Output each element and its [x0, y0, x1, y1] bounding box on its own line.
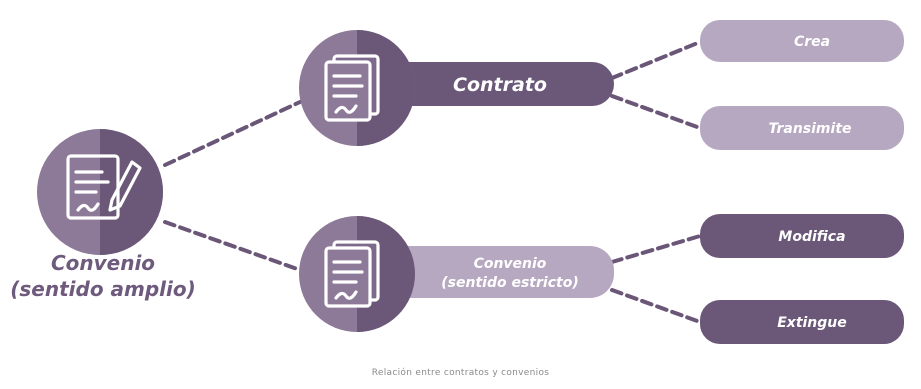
root-label-line1: Convenio — [51, 251, 155, 275]
signed-document-with-pen-icon — [66, 154, 142, 220]
connector-root-to-contrato — [163, 100, 302, 167]
connectors — [163, 40, 702, 324]
child-label-crea: Crea — [794, 34, 830, 50]
convenio-estricto-label-line1: Convenio — [474, 256, 547, 272]
child-label-modifica: Modifica — [778, 229, 845, 245]
child-pill-extingue[interactable] — [700, 300, 904, 344]
child-label-transimite: Transimite — [768, 121, 851, 137]
child-pill-modifica[interactable] — [700, 214, 904, 258]
connector-estricto-to-extingue — [610, 288, 702, 324]
connector-contrato-to-crea — [610, 40, 702, 80]
connector-estricto-to-modifica — [610, 234, 702, 264]
child-label-extingue: Extingue — [777, 315, 847, 331]
child-pill-crea[interactable] — [700, 20, 904, 62]
child-pill-transimite[interactable] — [700, 106, 904, 150]
root-node: Convenio (sentido amplio) — [10, 129, 196, 301]
branch-convenio-estricto: Convenio (sentido estricto) Modifica Ext… — [299, 214, 904, 344]
stacked-documents-icon — [324, 240, 380, 308]
connector-contrato-to-transimite — [610, 94, 702, 130]
convenio-estricto-label-pill — [378, 246, 614, 298]
branch-contrato: Contrato Crea Transimite — [299, 20, 904, 150]
root-label-line2: (sentido amplio) — [10, 277, 196, 301]
contrato-label: Contrato — [453, 74, 547, 96]
stacked-documents-icon — [324, 54, 380, 122]
contrato-label-pill — [378, 62, 614, 106]
convenio-estricto-label-line2: (sentido estricto) — [441, 275, 578, 291]
figure-caption: Relación entre contratos y convenios — [371, 368, 550, 378]
root-circle-shade — [100, 129, 163, 255]
connector-root-to-convenio-estricto — [163, 220, 302, 272]
